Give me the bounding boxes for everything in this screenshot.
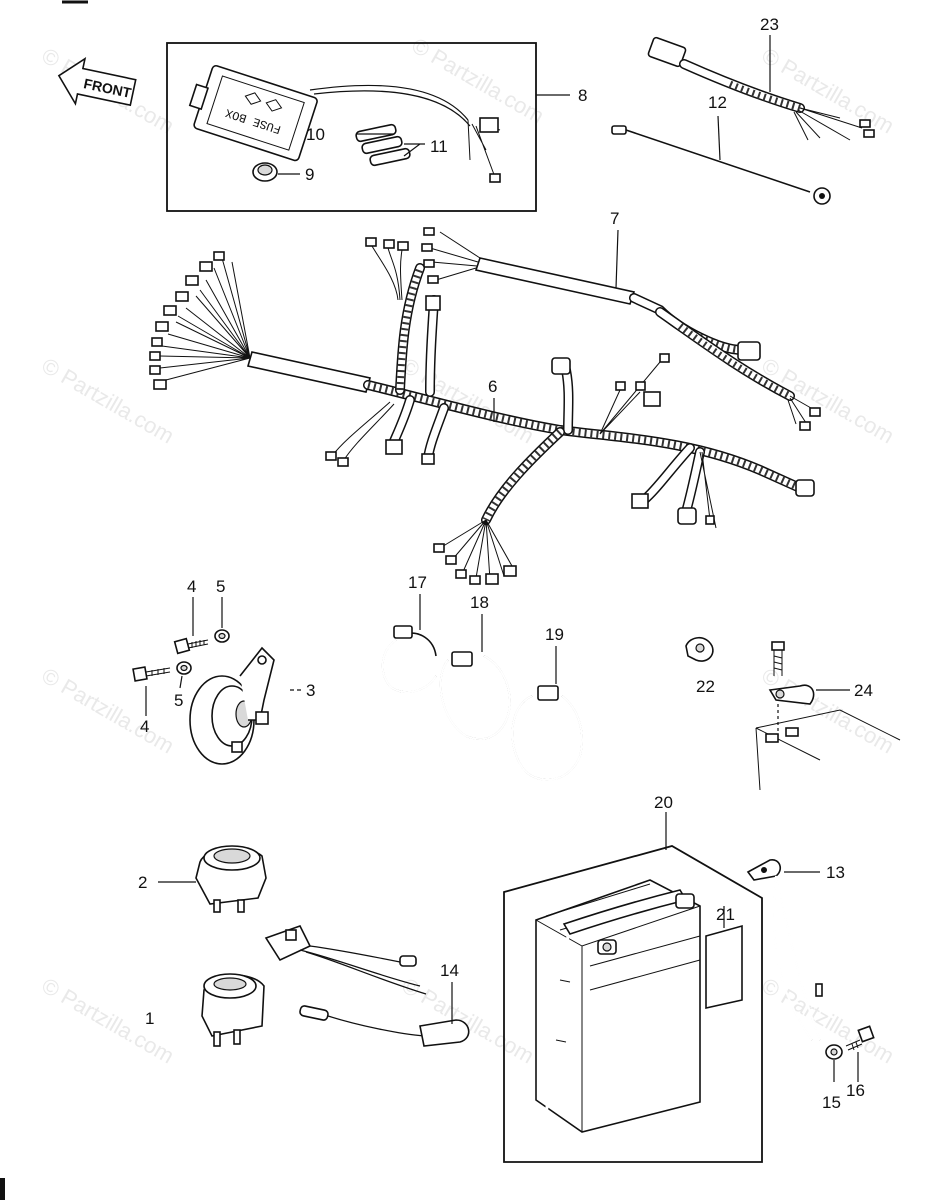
fuse: [355, 123, 411, 167]
callout-7: 7: [610, 209, 619, 228]
battery-vent-tube: [542, 935, 571, 1141]
fuse-box: FUSE BOX: [188, 64, 318, 162]
battery-case-clamp: 24: [755, 641, 901, 791]
fuse-box-assembly-frame: [166, 42, 537, 212]
watermark: © Partzilla.com: [408, 33, 549, 129]
callout-8: 8: [578, 86, 587, 105]
fuse-box-grommet: [252, 162, 278, 182]
fuse-box-assembly: FUSE BOX 8 9 10 11: [166, 42, 587, 212]
fuse-box-lead-wires: [467, 119, 501, 181]
callout-10: 10: [306, 125, 325, 144]
flasher-relay: 1: [145, 973, 265, 1047]
watermark: © Partzilla.com: [398, 973, 539, 1069]
front-arrow: FRONT: [57, 57, 137, 107]
callout-21: 21: [716, 905, 735, 924]
callout-16: 16: [846, 1081, 865, 1100]
horn-bolt: 4: [132, 666, 171, 736]
callout-5-upper: 5: [216, 577, 225, 596]
harness-clamp: 19: [511, 625, 583, 781]
fuse-box-connector: [479, 117, 499, 133]
battery-terminal-bolt: 16: [845, 1025, 875, 1100]
battery-assembly: 21 20: [503, 793, 763, 1163]
edge-mark: [0, 1178, 5, 1200]
watermark: © Partzilla.com: [758, 43, 899, 139]
callout-12: 12: [708, 93, 727, 112]
callout-6: 6: [488, 377, 497, 396]
lead-wire: 12: [611, 93, 831, 205]
callout-11: 11: [430, 137, 448, 156]
battery-terminal-washer: 15: [822, 1044, 843, 1112]
callout-9: 9: [305, 165, 314, 184]
callout-24: 24: [854, 681, 873, 700]
wire-clamp: 22: [685, 636, 715, 696]
callout-13: 13: [826, 863, 845, 882]
harness-branch: 7: [421, 209, 821, 431]
watermark: © Partzilla.com: [38, 973, 179, 1069]
callout-23: 23: [760, 15, 779, 34]
callout-4-lower: 4: [140, 717, 149, 736]
watermark: © Partzilla.com: [38, 663, 179, 759]
battery-label: 21: [705, 905, 743, 1009]
harness-clamp: 17: [381, 573, 437, 693]
callout-2: 2: [138, 873, 147, 892]
callout-5-lower: 5: [174, 691, 183, 710]
callout-1: 1: [145, 1009, 154, 1028]
callout-22: 22: [696, 677, 715, 696]
sub-harness: 23: [647, 15, 875, 141]
watermark: © Partzilla.com: [758, 353, 899, 449]
callout-15: 15: [822, 1093, 841, 1112]
horn-bolt: 4: [173, 577, 209, 655]
callout-4-upper: 4: [187, 577, 196, 596]
relay-lead-harness: 14: [264, 925, 470, 1047]
callout-17: 17: [408, 573, 427, 592]
watermark: © Partzilla.com: [758, 663, 899, 759]
main-harness: 6: [149, 237, 815, 585]
harness-clamp: 18: [439, 593, 512, 740]
relay: 2: [138, 845, 267, 913]
callout-19: 19: [545, 625, 564, 644]
battery: [535, 879, 701, 1133]
horn-washer: 5: [214, 577, 230, 643]
callout-20: 20: [654, 793, 673, 812]
callout-18: 18: [470, 593, 489, 612]
callout-3: 3: [306, 681, 315, 700]
callout-14: 14: [440, 961, 459, 980]
battery-assembly-frame: [503, 845, 763, 1163]
fuse-box-lead: [309, 84, 469, 121]
battery-cable: 13: [746, 859, 845, 1041]
horn-washer: 5: [174, 661, 192, 710]
horn: 3: [189, 646, 315, 765]
